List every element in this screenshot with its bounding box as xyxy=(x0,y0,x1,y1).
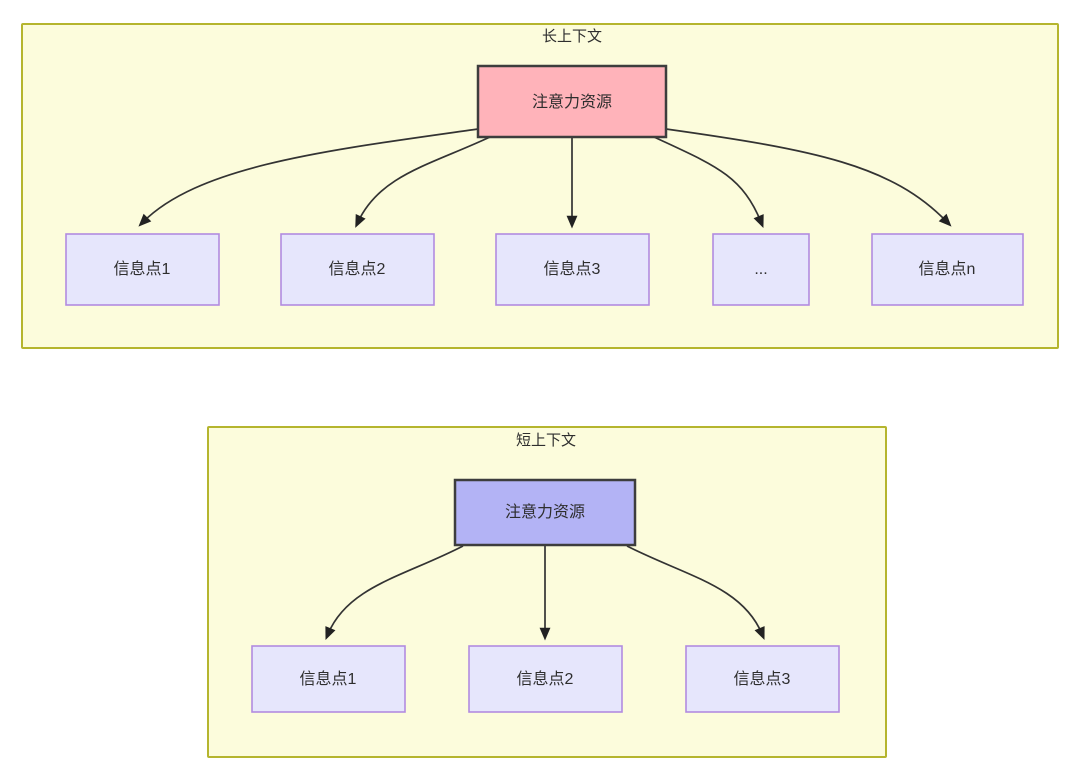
edge-root-to-leaf-ellipsis xyxy=(653,136,764,228)
node-leaf-long-1-box[interactable] xyxy=(65,233,220,306)
node-root-short-context[interactable]: 注意力资源 xyxy=(453,478,637,547)
group-short-context: 短上下文 注意力资源 信息点1 信息点2 信息点3 xyxy=(207,426,887,758)
node-leaf-long-n-label: 信息点n xyxy=(919,260,976,278)
node-leaf-long-2[interactable]: 信息点2 xyxy=(280,233,435,306)
node-leaf-short-2[interactable]: 信息点2 xyxy=(468,645,623,713)
edges-short-context xyxy=(325,545,765,641)
node-leaf-short-1-box[interactable] xyxy=(251,645,406,713)
edge-root-to-leaf-n xyxy=(665,128,952,227)
node-leaf-short-1-label: 信息点1 xyxy=(300,670,357,688)
edge-short-root-to-leaf-1 xyxy=(325,545,464,640)
node-root-short-context-label: 注意力资源 xyxy=(505,502,585,521)
container-title-long-context: 长上下文 xyxy=(542,28,602,45)
group-long-context: 长上下文 注意力资源 信息点1 信息点2 信息点3 xyxy=(21,23,1059,349)
node-leaf-long-ellipsis-box[interactable] xyxy=(712,233,810,306)
node-leaf-long-3-box[interactable] xyxy=(495,233,650,306)
node-leaf-long-ellipsis-label: ... xyxy=(754,261,767,278)
node-root-long-context-label: 注意力资源 xyxy=(532,92,612,111)
edges-long-context xyxy=(138,128,952,229)
edge-root-to-leaf-2 xyxy=(355,136,491,228)
node-leaf-long-n-box[interactable] xyxy=(871,233,1024,306)
node-root-long-context-box[interactable] xyxy=(476,64,668,139)
node-leaf-short-2-box[interactable] xyxy=(468,645,623,713)
node-leaf-short-3[interactable]: 信息点3 xyxy=(685,645,840,713)
edge-root-to-leaf-1 xyxy=(138,128,479,227)
node-leaf-short-3-label: 信息点3 xyxy=(734,670,791,688)
node-leaf-short-3-box[interactable] xyxy=(685,645,840,713)
node-root-long-context[interactable]: 注意力资源 xyxy=(476,64,668,139)
node-leaf-long-3-label: 信息点3 xyxy=(544,260,601,278)
container-title-short-context: 短上下文 xyxy=(516,432,576,449)
node-leaf-long-3[interactable]: 信息点3 xyxy=(495,233,650,306)
node-leaf-long-n[interactable]: 信息点n xyxy=(871,233,1024,306)
edge-short-root-to-leaf-3 xyxy=(626,545,765,640)
node-leaf-long-1-label: 信息点1 xyxy=(114,260,171,278)
node-leaf-short-1[interactable]: 信息点1 xyxy=(251,645,406,713)
node-root-short-context-box[interactable] xyxy=(453,478,637,547)
node-leaf-long-2-label: 信息点2 xyxy=(329,260,386,278)
node-leaf-long-2-box[interactable] xyxy=(280,233,435,306)
node-leaf-long-1[interactable]: 信息点1 xyxy=(65,233,220,306)
node-leaf-long-ellipsis[interactable]: ... xyxy=(712,233,810,306)
node-leaf-short-2-label: 信息点2 xyxy=(517,670,574,688)
